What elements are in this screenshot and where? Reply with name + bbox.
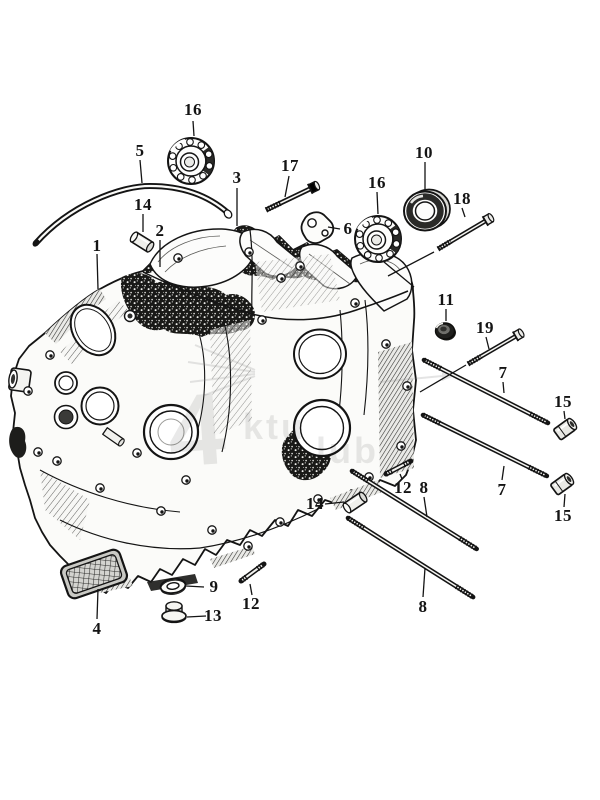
callout-3: 3 (232, 168, 242, 187)
callout-14-upper: 14 (134, 195, 152, 214)
callout-4: 4 (92, 619, 102, 638)
crankcase-assembly (8, 225, 417, 594)
oil-filter-screen (59, 548, 129, 600)
oil-seal (403, 188, 451, 232)
crankcase-bolt-holes (23, 247, 412, 551)
drain-plug-bolt (161, 601, 187, 624)
callout-1: 1 (92, 236, 102, 255)
flange-bolt-long (436, 212, 495, 252)
callout-13: 13 (204, 606, 222, 625)
cap-nut-lower (550, 472, 575, 496)
stud-short-lower (238, 561, 267, 584)
callout-12-lower: 12 (242, 594, 260, 613)
dowel-bushing-lower (342, 491, 368, 514)
stud-medium-lower (345, 515, 476, 600)
dowel-bushing-upper (129, 231, 155, 253)
callout-8-lower: 8 (418, 597, 428, 616)
callout-5: 5 (135, 141, 145, 160)
ball-bearing-right (354, 215, 402, 263)
watermark-strokes (187, 344, 452, 396)
clamp-bracket (300, 211, 335, 244)
callout-15-lower: 15 (554, 506, 572, 525)
crankcase-left-boss (8, 367, 32, 393)
cap-nut-upper (553, 417, 578, 441)
crankcase-bores (53, 303, 352, 461)
rubber-cap (434, 322, 456, 341)
callout-18: 18 (453, 189, 471, 208)
callout-17: 17 (281, 156, 299, 175)
callout-8-upper: 8 (419, 478, 429, 497)
callout-10: 10 (415, 143, 433, 162)
callout-12-upper: 12 (394, 478, 412, 497)
breather-pipe (32, 182, 233, 247)
stud-medium-upper (349, 468, 479, 552)
stud-long-upper (421, 357, 551, 426)
callout-7-upper: 7 (498, 363, 508, 382)
flange-bolt-short (264, 180, 321, 213)
ball-bearing-left (167, 137, 215, 185)
leader-lines (96, 120, 566, 620)
callout-16-right: 16 (368, 173, 386, 192)
callout-9: 9 (209, 577, 219, 596)
callout-15-upper: 15 (554, 392, 572, 411)
callout-14-lower: 14 (306, 494, 324, 513)
stud-long-lower (420, 412, 550, 479)
callout-6: 6 (343, 219, 353, 238)
callout-16-left: 16 (184, 100, 202, 119)
callout-2: 2 (155, 221, 165, 240)
stud-short-upper (383, 458, 414, 477)
sealing-washer (159, 577, 187, 595)
flange-bolt-medium (466, 328, 525, 367)
callout-19: 19 (476, 318, 494, 337)
callout-11: 11 (437, 290, 455, 309)
callout-7-lower: 7 (497, 480, 507, 499)
